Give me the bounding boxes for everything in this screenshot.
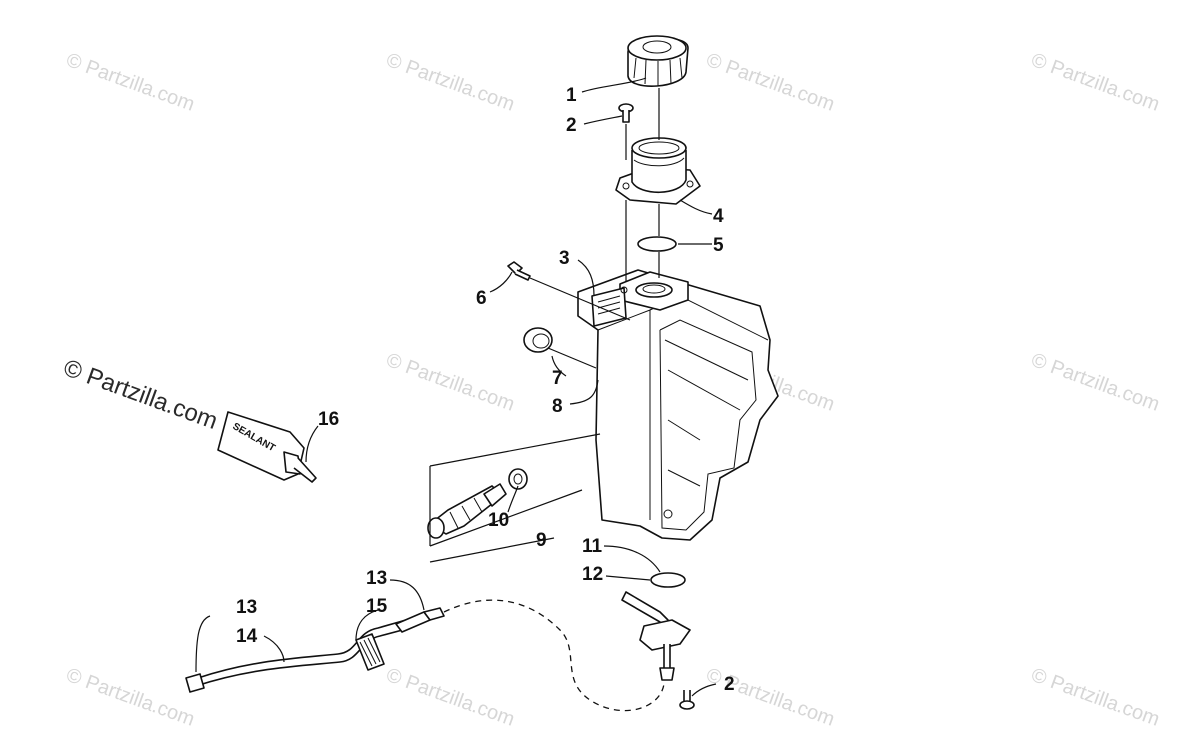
watermark: © Partzilla.com: [383, 664, 517, 731]
screw-lower: [679, 690, 695, 710]
watermark: © Partzilla.com: [1028, 664, 1162, 731]
callout-5: 5: [713, 235, 724, 256]
callout-11: 11: [582, 536, 603, 557]
watermark-main: © Partzilla.com: [60, 354, 221, 435]
watermark: © Partzilla.com: [1028, 349, 1162, 416]
callout-2: 2: [566, 115, 577, 136]
oil-hose: [185, 599, 665, 712]
callout-13: 13: [366, 568, 387, 589]
callout-4: 4: [713, 206, 724, 227]
callout-15: 15: [366, 596, 388, 617]
watermark: © Partzilla.com: [63, 49, 197, 116]
callout-13: 13: [236, 597, 257, 618]
watermark: © Partzilla.com: [383, 49, 517, 116]
oil-tank: [577, 269, 779, 541]
sealant-tube: SEALANT: [217, 411, 317, 483]
watermark: © Partzilla.com: [703, 49, 837, 116]
filler-neck: [615, 137, 701, 205]
o-ring-lower: [650, 572, 686, 588]
filler-cap: [627, 35, 689, 87]
callout-1: 1: [566, 85, 577, 106]
bolt: [507, 261, 531, 281]
o-ring: [637, 236, 677, 252]
callout-6: 6: [476, 288, 487, 309]
callout-9: 9: [536, 530, 547, 551]
watermark: © Partzilla.com: [1028, 49, 1162, 116]
oil-sensor: [427, 468, 528, 539]
screw: [618, 103, 634, 123]
callout-12: 12: [582, 564, 603, 585]
callout-10: 10: [488, 510, 509, 531]
callout-7: 7: [552, 368, 563, 389]
leader-lines: [195, 77, 717, 697]
callout-3: 3: [559, 248, 570, 269]
callout-16: 16: [318, 409, 339, 430]
grommet: [523, 327, 553, 353]
callout-2: 2: [724, 674, 735, 695]
callout-14: 14: [236, 626, 258, 647]
callouts: 1 2 3 4 5 6 7 8 9 10 11 12 13 13 14 15 1…: [236, 85, 735, 695]
watermark: © Partzilla.com: [63, 664, 197, 731]
watermark: © Partzilla.com: [383, 349, 517, 416]
elbow-fitting: [621, 591, 691, 681]
callout-8: 8: [552, 396, 563, 417]
